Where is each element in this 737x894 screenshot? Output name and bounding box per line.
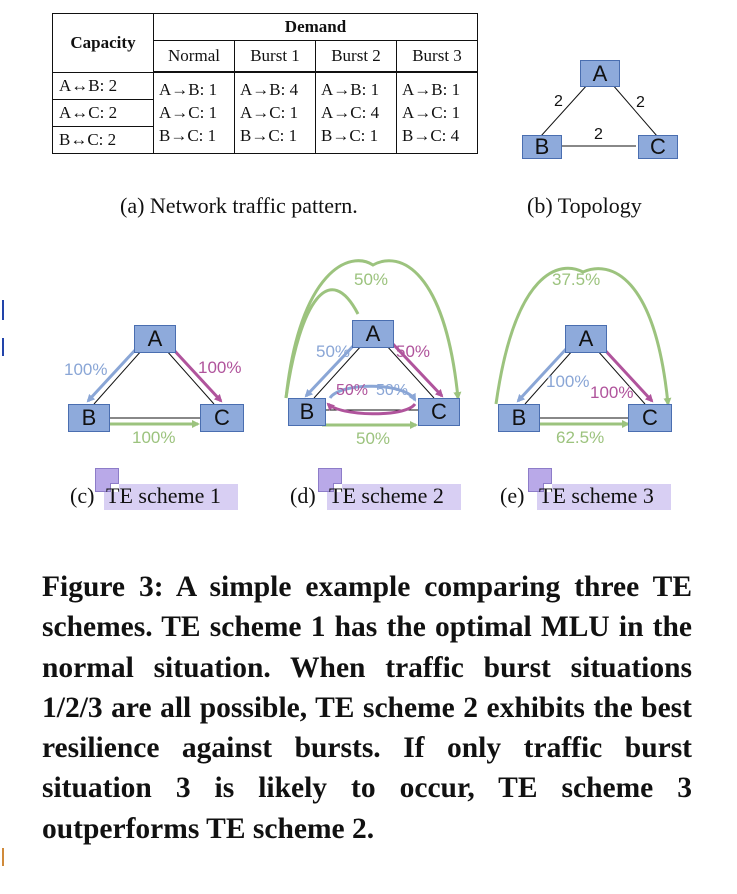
scenario-burst-3: Burst 3 xyxy=(396,40,478,73)
caption-c-label: TE scheme 1 xyxy=(106,483,221,508)
caption-c-prefix: (c) xyxy=(70,483,95,508)
caption-e-prefix: (e) xyxy=(500,483,525,508)
scheme2-links xyxy=(284,259,462,429)
scheme3-bc-pct: 62.5% xyxy=(556,428,605,447)
figure-caption: Figure 3: A simple example comparing thr… xyxy=(42,571,692,845)
scheme2-node-b: B xyxy=(288,398,326,426)
note-icon[interactable] xyxy=(95,468,119,492)
topology-node-b: B xyxy=(522,134,562,159)
caption-e-label: TE scheme 3 xyxy=(539,483,654,508)
demand-burst-1: A→B: 4 A→C: 1 B→C: 1 xyxy=(234,71,316,154)
topology-node-c: C xyxy=(638,134,678,159)
capacity-label-ab: 2 xyxy=(554,93,563,110)
note-icon[interactable] xyxy=(528,468,552,492)
scheme2-arc-pct: 50% xyxy=(354,270,389,289)
scheme3-node-b: B xyxy=(498,404,540,432)
scheme1-ab-pct: 100% xyxy=(64,360,108,379)
capacity-label-ac: 2 xyxy=(636,94,645,111)
scheme1-links xyxy=(86,346,223,428)
highlight-d xyxy=(327,484,461,510)
scheme2-node-c: C xyxy=(418,398,460,426)
topology-node-a: A xyxy=(580,60,620,87)
scheme3-ac-pct: 100% xyxy=(590,383,634,402)
capacity-label-bc: 2 xyxy=(594,126,603,143)
note-icon[interactable] xyxy=(318,468,342,492)
capacity-ac: A↔C: 2 xyxy=(52,98,154,127)
scheme3-node-a: A xyxy=(565,325,607,353)
demand-normal-bc: B→C: 1 xyxy=(159,126,217,146)
scheme2-node-a: A xyxy=(352,320,394,348)
topology-links xyxy=(540,83,658,147)
capacity-header: Capacity xyxy=(52,13,154,73)
scheme3-arc-pct: 37.5% xyxy=(552,270,601,289)
capacity-bc: B↔C: 2 xyxy=(52,125,154,154)
scheme1-ac-pct: 100% xyxy=(198,358,242,377)
demand-burst3-bc: B→C: 4 xyxy=(402,126,460,146)
demand-header: Demand xyxy=(153,13,478,41)
margin-change-mark xyxy=(2,338,4,356)
scheme2-ab-pct: 50% xyxy=(316,342,351,361)
demand-burst-3: A→B: 1 A→C: 1 B→C: 4 xyxy=(396,71,478,154)
caption-d-label: TE scheme 2 xyxy=(329,483,444,508)
scenario-burst-1: Burst 1 xyxy=(234,40,316,73)
margin-change-mark xyxy=(2,300,4,320)
demand-burst2-ac: A→C: 4 xyxy=(321,103,380,123)
highlight-c xyxy=(104,484,238,510)
demand-burst1-bc: B→C: 1 xyxy=(240,126,298,146)
scheme2-loop-left-pct: 50% xyxy=(336,382,369,399)
traffic-pattern-table: Capacity Demand Normal Burst 1 Burst 2 B… xyxy=(52,13,478,154)
scheme1-node-a: A xyxy=(134,325,176,353)
demand-burst1-ab: A→B: 4 xyxy=(240,80,299,100)
highlight-e xyxy=(537,484,671,510)
caption-a: (a) Network traffic pattern. xyxy=(120,193,358,218)
scheme2-bc-pct: 50% xyxy=(356,429,391,448)
scheme3-node-c: C xyxy=(628,404,672,432)
demand-burst3-ac: A→C: 1 xyxy=(402,103,461,123)
demand-burst2-ab: A→B: 1 xyxy=(321,80,380,100)
scheme3-ab-pct: 100% xyxy=(546,372,590,391)
scheme1-node-c: C xyxy=(200,404,244,432)
caption-b: (b) Topology xyxy=(527,193,642,218)
capacity-ab: A↔B: 2 xyxy=(52,71,154,100)
demand-burst3-ab: A→B: 1 xyxy=(402,80,461,100)
scheme2-ac-pct: 50% xyxy=(396,342,431,361)
scheme1-bc-pct: 100% xyxy=(132,428,176,447)
scheme2-loop-right-pct: 50% xyxy=(376,382,409,399)
scheme3-links xyxy=(494,266,672,428)
scheme1-node-b: B xyxy=(68,404,110,432)
caption-d-prefix: (d) xyxy=(290,483,316,508)
demand-burst2-bc: B→C: 1 xyxy=(321,126,379,146)
demand-burst1-ac: A→C: 1 xyxy=(240,103,299,123)
margin-change-mark xyxy=(2,848,4,866)
demand-normal-ab: A→B: 1 xyxy=(159,80,218,100)
demand-normal: A→B: 1 A→C: 1 B→C: 1 xyxy=(153,71,235,154)
demand-normal-ac: A→C: 1 xyxy=(159,103,218,123)
